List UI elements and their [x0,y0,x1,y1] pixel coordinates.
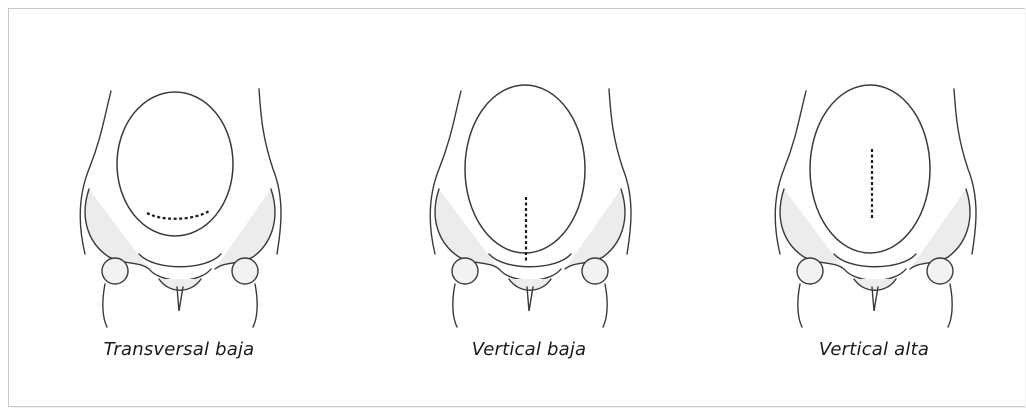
figure-frame: Transversal baja Vertical baja [8,8,1025,407]
panel-vertical-low: Vertical baja [399,9,659,406]
uterus-pelvis-illustration [744,79,1004,329]
panel-caption: Vertical baja [399,339,659,360]
uterus-outline [465,85,585,253]
uterus-outline [117,92,233,236]
uterus-pelvis-illustration [49,79,309,329]
uterus-outline [810,85,930,253]
panel-transverse-low: Transversal baja [49,9,309,406]
panel-caption: Transversal baja [49,339,309,360]
panel-vertical-high: Vertical alta [744,9,1004,406]
panel-caption: Vertical alta [744,339,1004,360]
uterus-pelvis-illustration [399,79,659,329]
